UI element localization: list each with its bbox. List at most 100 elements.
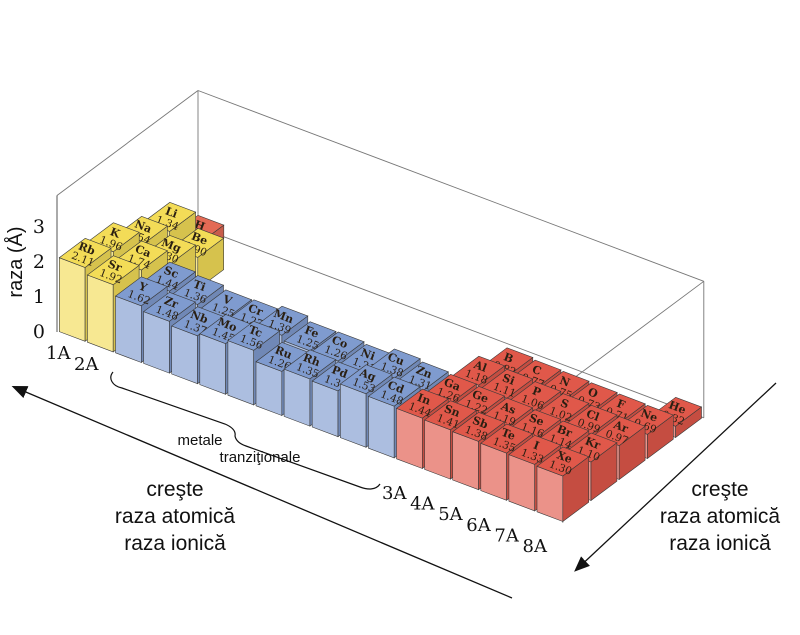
bar-top-face — [395, 388, 449, 419]
group-label-bottom: 7A — [494, 525, 519, 546]
element-symbol: Cl — [584, 407, 601, 424]
element-symbol: Ag — [357, 366, 378, 384]
wall-edge — [197, 90, 704, 282]
left-trend-note: creşte raza atomică raza ionică — [95, 476, 255, 557]
element-symbol: Co — [330, 333, 350, 351]
element-symbol: Pd — [330, 363, 350, 381]
element-symbol: Fe — [303, 323, 321, 340]
right-note-line2: raza atomică — [659, 505, 781, 528]
element-symbol: Kr — [583, 435, 602, 453]
transition-label-line2: tranziţionale — [220, 449, 301, 466]
bar-top-face — [283, 321, 337, 352]
element-symbol: Ca — [133, 242, 152, 260]
transition-brace — [110, 371, 381, 490]
element-symbol: Sc — [162, 264, 181, 281]
element-symbol: Sn — [442, 402, 462, 420]
element-symbol: Si — [500, 371, 516, 387]
group-label-2a: 2A — [74, 354, 99, 375]
element-symbol: Ar — [611, 418, 630, 436]
bar-front-face — [227, 340, 254, 406]
y-axis-label: raza (Å) — [4, 226, 27, 297]
element-symbol: Na — [133, 218, 154, 236]
left-trend-arrow — [11, 385, 513, 599]
bar-front-face — [171, 325, 198, 385]
element-symbol: Li — [163, 204, 179, 220]
bar-top-face — [142, 291, 196, 322]
bar-top-face — [536, 446, 590, 477]
bar-xe: Xe1.30 — [536, 446, 590, 523]
element-symbol: Cu — [386, 350, 406, 368]
element-symbol: Al — [471, 358, 488, 375]
group-label-bottom: 3A — [382, 483, 407, 504]
bar-top-face — [367, 376, 421, 407]
element-symbol: Xe — [555, 448, 574, 466]
bar-front-face — [452, 431, 479, 491]
right-trend-note: creşte raza atomică raza ionică — [640, 476, 800, 557]
right-note-line3: raza ionică — [669, 532, 771, 555]
element-symbol: Rb — [77, 240, 98, 258]
group-label-bottom: 6A — [466, 515, 491, 536]
bar-front-face — [368, 395, 395, 459]
element-symbol: Zn — [414, 363, 434, 381]
bar-front-face — [396, 407, 423, 469]
bar-top-face — [339, 364, 393, 395]
element-symbol: Te — [499, 426, 517, 443]
element-symbol: Br — [555, 423, 574, 441]
bar-front-face — [58, 257, 86, 342]
element-symbol: Ti — [191, 278, 207, 295]
element-symbol: Ga — [442, 376, 462, 394]
y-tick-label: 3 — [33, 216, 45, 238]
element-symbol: Se — [527, 411, 546, 428]
bar-top-face — [114, 276, 168, 307]
bar-front-face — [143, 311, 170, 374]
element-symbol: Ru — [273, 344, 294, 362]
element-symbol: Rh — [301, 351, 322, 369]
bar-top-face — [58, 238, 112, 268]
element-symbol: Nb — [189, 308, 210, 327]
bar-front-face — [424, 419, 451, 480]
element-symbol: Tc — [247, 323, 265, 340]
transition-label-line1: metale — [177, 432, 222, 449]
floor-back-edge — [197, 226, 704, 419]
bar-front-face — [87, 274, 114, 353]
element-symbol: Ne — [639, 407, 660, 425]
right-trend-arrow — [574, 382, 777, 572]
y-tick-label: 2 — [33, 251, 45, 273]
element-symbol: Zr — [162, 294, 180, 311]
bar-top-face — [423, 400, 477, 431]
y-tick-label: 1 — [33, 286, 45, 308]
element-symbol: Cr — [246, 301, 264, 318]
bar-front-face — [199, 333, 226, 395]
left-note-line3: raza ionică — [124, 532, 226, 555]
element-symbol: As — [498, 399, 517, 417]
group-label-1a: 1A — [46, 343, 71, 364]
wall-edge — [562, 280, 705, 387]
group-label-bottom: 5A — [438, 504, 463, 525]
element-symbol: Mo — [216, 315, 239, 334]
bar-top-face — [283, 349, 337, 380]
bar-top-face — [480, 423, 534, 454]
left-note-line1: creşte — [146, 478, 204, 501]
element-symbol: I — [532, 439, 541, 453]
element-symbol: N — [558, 374, 572, 390]
bar-top-face — [452, 412, 506, 442]
bar-top-face — [508, 434, 562, 465]
element-symbol: Sr — [106, 257, 124, 274]
element-symbol: Ni — [359, 346, 377, 363]
element-symbol: B — [502, 350, 515, 365]
left-note-line2: raza atomică — [114, 505, 236, 528]
bar-top-face — [227, 320, 281, 351]
bar-top-face — [86, 255, 140, 286]
bar-front-face — [115, 295, 142, 363]
element-symbol: He — [667, 398, 688, 416]
bar-front-face — [339, 383, 367, 448]
element-symbol: Ge — [470, 388, 490, 406]
group-label-bottom: 8A — [523, 536, 548, 557]
wall-edge — [56, 90, 199, 196]
right-note-line1: creşte — [691, 478, 749, 501]
